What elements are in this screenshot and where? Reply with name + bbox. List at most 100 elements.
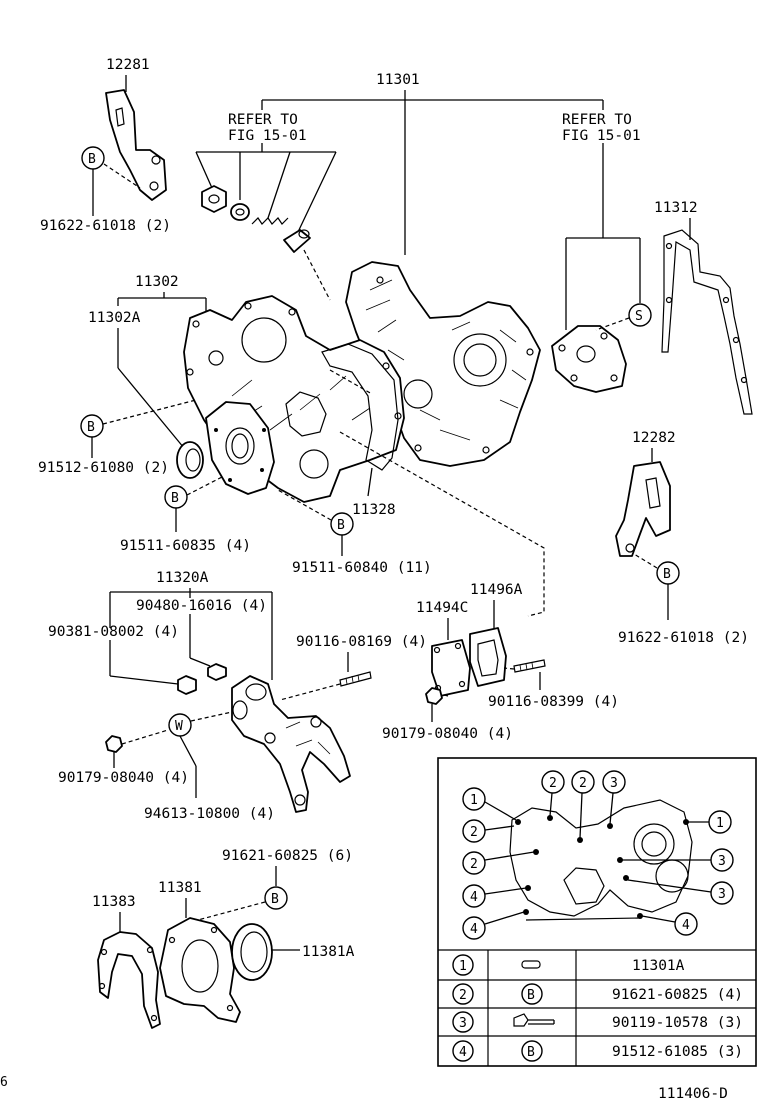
refer-to-right-line2: FIG 15-01 — [562, 128, 641, 144]
svg-text:2: 2 — [470, 825, 478, 840]
svg-text:3: 3 — [459, 1016, 467, 1031]
figure-id: 111406-D — [658, 1086, 728, 1102]
s-callout: S — [628, 303, 652, 327]
svg-text:4: 4 — [470, 922, 478, 937]
label-91622-61018-top[interactable]: 91622-61018 (2) — [40, 218, 171, 234]
label-11381[interactable]: 11381 — [158, 880, 202, 896]
label-90179-08040-right[interactable]: 90179-08040 (4) — [382, 726, 513, 742]
refer-to-left-line1: REFER TO — [228, 112, 298, 128]
marker-2-top-a: 2 — [541, 770, 565, 817]
marker-1-left-top: 1 — [462, 787, 517, 821]
oil-relief-small-parts — [201, 185, 311, 253]
rear-seal-retainer-group: 91621-60825 (6) B 11383 11381 11381A — [92, 848, 355, 1029]
marker-4-left: 4 — [462, 884, 527, 908]
svg-text:1: 1 — [470, 793, 478, 808]
svg-text:2: 2 — [459, 988, 467, 1003]
label-11301[interactable]: 11301 — [376, 72, 420, 88]
label-12282[interactable]: 12282 — [632, 430, 676, 446]
legend-row-4: 4 B 91512-61085 (3) — [452, 1040, 743, 1062]
marker-2-top-b: 2 — [571, 770, 595, 839]
label-12281[interactable]: 12281 — [106, 57, 150, 73]
marker-3-right-a: 3 — [622, 848, 734, 872]
svg-text:3: 3 — [718, 887, 726, 902]
svg-text:B: B — [663, 567, 671, 582]
svg-text:1: 1 — [459, 959, 467, 974]
gasket-11328-group: 11328 B 91511-60840 (11) — [277, 467, 432, 576]
label-90480-16016[interactable]: 90480-16016 (4) — [136, 598, 267, 614]
svg-text:B: B — [88, 152, 96, 167]
svg-text:W: W — [175, 719, 183, 734]
gasket-11312: 11312 — [654, 200, 753, 415]
stud-90116-08169: 90116-08169 (4) — [279, 634, 427, 701]
label-11320A[interactable]: 11320A — [156, 570, 209, 586]
svg-text:1: 1 — [716, 816, 724, 831]
label-11381A[interactable]: 11381A — [302, 944, 355, 960]
label-11312[interactable]: 11312 — [654, 200, 698, 216]
label-90116-08399[interactable]: 90116-08399 (4) — [488, 694, 619, 710]
water-pump-11320A-group: 11320A 90480-16016 (4) 90381-08002 (4) W — [48, 570, 351, 822]
bolt-icon — [513, 1013, 555, 1027]
label-11302A[interactable]: 11302A — [88, 310, 141, 326]
marker-2-left-mid: 2 — [462, 851, 535, 875]
label-11383[interactable]: 11383 — [92, 894, 136, 910]
b-callout: B — [330, 512, 354, 536]
label-90179-08040-left[interactable]: 90179-08040 (4) — [58, 770, 189, 786]
label-11496A[interactable]: 11496A — [470, 582, 523, 598]
bolt-location-inset: 1 2 2 4 4 2 2 — [437, 757, 757, 1067]
label-91511-60840[interactable]: 91511-60840 (11) — [292, 560, 432, 576]
b-callout: B — [81, 146, 105, 170]
marker-2-left: 2 — [462, 819, 515, 843]
svg-text:B: B — [171, 491, 179, 506]
label-91511-60835[interactable]: 91511-60835 (4) — [120, 538, 251, 554]
svg-text:4: 4 — [459, 1045, 467, 1060]
svg-text:2: 2 — [549, 776, 557, 791]
bracket-12281: 12281 B 91622-61018 (2) — [40, 57, 171, 234]
svg-text:4: 4 — [682, 918, 690, 933]
marker-1-right: 1 — [688, 810, 732, 834]
svg-text:2: 2 — [579, 776, 587, 791]
b-symbol: B — [527, 1045, 535, 1060]
cover-11494C-11496A: 11496A 11494C 90179-08040 (4) 90116-0839… — [382, 582, 619, 742]
oil-seal-91512-61080: B 91512-61080 (2) — [38, 399, 204, 479]
b-symbol: B — [527, 988, 535, 1003]
legend-part-91512-61085[interactable]: 91512-61085 (3) — [612, 1044, 743, 1060]
edge-mark: 6 — [0, 1075, 8, 1090]
b-callout: B — [80, 414, 104, 438]
label-94613-10800[interactable]: 94613-10800 (4) — [144, 806, 275, 822]
svg-text:4: 4 — [470, 890, 478, 905]
dash-leader-to-11496A — [339, 431, 545, 617]
svg-text:2: 2 — [470, 857, 478, 872]
refer-to-left-line2: FIG 15-01 — [228, 128, 307, 144]
svg-text:B: B — [271, 892, 279, 907]
marker-4-left-bottom: 4 — [462, 911, 525, 940]
svg-text:S: S — [635, 309, 643, 324]
label-90116-08169[interactable]: 90116-08169 (4) — [296, 634, 427, 650]
b-callout: B — [264, 886, 288, 910]
legend-part-91621-60825[interactable]: 91621-60825 (4) — [612, 987, 743, 1003]
label-11302[interactable]: 11302 — [135, 274, 179, 290]
label-91621-60825[interactable]: 91621-60825 (6) — [222, 848, 353, 864]
legend-row-1: 1 11301A — [452, 954, 685, 976]
b-callout: B — [164, 485, 188, 509]
label-11328[interactable]: 11328 — [352, 502, 396, 518]
w-callout: W — [168, 713, 192, 737]
label-91622-61018-right[interactable]: 91622-61018 (2) — [618, 630, 749, 646]
refer-to-right-line1: REFER TO — [562, 112, 632, 128]
label-91512-61080[interactable]: 91512-61080 (2) — [38, 460, 169, 476]
svg-text:B: B — [87, 420, 95, 435]
round-cover-plate: B 91511-60835 (4) — [120, 401, 275, 554]
marker-3-right-b: 3 — [627, 879, 734, 905]
legend-row-2: 2 B 91621-60825 (4) — [452, 983, 743, 1005]
label-90381-08002[interactable]: 90381-08002 (4) — [48, 624, 179, 640]
label-11494C[interactable]: 11494C — [416, 600, 468, 616]
b-callout: B — [656, 561, 680, 585]
dowel-pin-icon — [521, 960, 541, 969]
svg-text:B: B — [337, 518, 345, 533]
legend-part-11301A[interactable]: 11301A — [632, 958, 685, 974]
legend-part-90119-10578[interactable]: 90119-10578 (3) — [612, 1015, 743, 1031]
marker-4-right: 4 — [641, 912, 698, 936]
oil-pump-cover-plate — [551, 325, 627, 393]
svg-text:3: 3 — [718, 854, 726, 869]
bracket-12282: 12282 B 91622-61018 (2) — [615, 430, 749, 646]
